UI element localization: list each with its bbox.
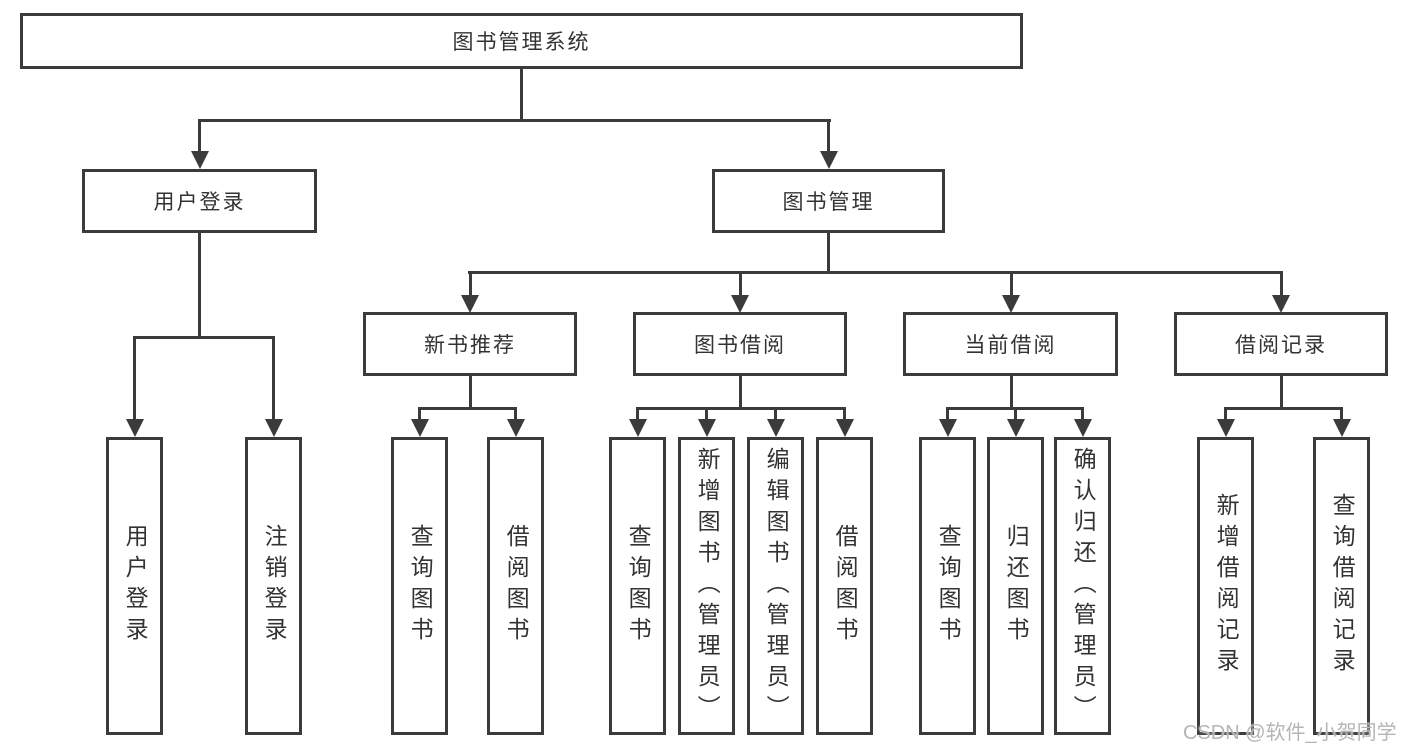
connector-drop-leaf [1224, 407, 1227, 421]
node-leaf-borrow-books: 借阅图书 [816, 437, 873, 735]
node-label: 图书借阅 [694, 334, 786, 357]
node-label: 用户登录 [153, 191, 246, 214]
node-leaf-add-borrow-record: 新增借阅记录 [1197, 437, 1254, 735]
node-label: 查询图书 [407, 524, 434, 648]
connector-drop-leaf [1081, 407, 1084, 421]
connector-drop-leaf [705, 407, 708, 421]
connector-mini-branch [636, 407, 846, 410]
connector-drop-user-login [198, 119, 201, 156]
arrow-down-icon [1006, 419, 1025, 437]
node-book-management: 图书管理 [712, 169, 945, 233]
connector-root-stem [520, 69, 523, 122]
arrow-down-icon [264, 419, 283, 437]
arrow-down-icon [628, 419, 647, 437]
arrow-down-icon [697, 419, 716, 437]
arrow-down-icon [190, 151, 209, 169]
connector-drop-leaf [946, 407, 949, 421]
node-label: 借阅记录 [1235, 334, 1327, 357]
node-label: 新增图书（管理员） [694, 446, 721, 726]
node-label: 查询图书 [625, 524, 652, 648]
arrow-down-icon [1332, 419, 1351, 437]
arrow-down-icon [461, 295, 479, 313]
connector-drop-leaf [272, 336, 275, 421]
node-label: 归还图书 [1003, 524, 1030, 648]
node-label: 图书管理系统 [452, 31, 591, 54]
connector-drop-leaf [514, 407, 517, 421]
connector-mini-branch [418, 407, 517, 410]
connector-mini-stem [468, 376, 472, 410]
arrow-down-icon [1002, 295, 1020, 313]
node-leaf-logout: 注销登录 [245, 437, 302, 735]
connector-book-mgmt-stem [827, 233, 830, 274]
arrow-down-icon [766, 419, 785, 437]
node-user-login: 用户登录 [82, 169, 317, 233]
node-label: 查询借阅记录 [1329, 493, 1356, 679]
arrow-down-icon [410, 419, 429, 437]
connector-user-login-branch [133, 336, 275, 339]
arrow-down-icon [819, 151, 838, 169]
connector-drop-leaf [418, 407, 421, 421]
connector-drop-leaf [636, 407, 639, 421]
node-label: 确认归还（管理员） [1070, 446, 1097, 726]
node-label: 注销登录 [261, 524, 288, 648]
connector-mini-branch [1224, 407, 1343, 410]
node-leaf-edit-book-admin: 编辑图书（管理员） [747, 437, 804, 735]
arrow-down-icon [506, 419, 525, 437]
connector-drop-leaf [133, 336, 136, 421]
connector-drop-book-mgmt [827, 119, 830, 156]
connector-drop-level3 [738, 271, 742, 298]
node-leaf-user-login: 用户登录 [106, 437, 163, 735]
arrow-down-icon [1073, 419, 1092, 437]
node-leaf-query-books-borrow: 查询图书 [609, 437, 666, 735]
node-label: 新增借阅记录 [1213, 493, 1240, 679]
arrow-down-icon [731, 295, 749, 313]
connector-mini-stem [1279, 376, 1283, 410]
node-leaf-return-books: 归还图书 [987, 437, 1044, 735]
connector-user-login-stem [198, 233, 201, 339]
node-label: 查询图书 [935, 524, 962, 648]
node-library-system-root: 图书管理系统 [20, 13, 1023, 69]
connector-drop-level3 [1279, 271, 1283, 298]
node-label: 当前借阅 [964, 334, 1057, 357]
connector-drop-leaf [1340, 407, 1343, 421]
arrow-down-icon [835, 419, 854, 437]
node-label: 借阅图书 [832, 524, 859, 648]
node-leaf-borrow-books-recommend: 借阅图书 [487, 437, 544, 735]
node-leaf-query-books-current: 查询图书 [919, 437, 976, 735]
connector-drop-leaf [1014, 407, 1017, 421]
connector-level2-branch [198, 119, 831, 122]
node-leaf-query-borrow-record: 查询借阅记录 [1313, 437, 1370, 735]
arrow-down-icon [1272, 295, 1290, 313]
connector-drop-leaf [843, 407, 846, 421]
arrow-down-icon [125, 419, 144, 437]
node-leaf-query-books-recommend: 查询图书 [391, 437, 448, 735]
connector-drop-level3 [1009, 271, 1013, 298]
arrow-down-icon [1216, 419, 1235, 437]
node-leaf-add-book-admin: 新增图书（管理员） [678, 437, 735, 735]
node-label: 编辑图书（管理员） [763, 446, 790, 726]
node-current-borrow: 当前借阅 [903, 312, 1118, 376]
node-leaf-confirm-return-admin: 确认归还（管理员） [1054, 437, 1111, 735]
node-borrow-records: 借阅记录 [1174, 312, 1388, 376]
node-label: 用户登录 [122, 524, 149, 648]
node-label: 新书推荐 [424, 334, 516, 357]
connector-mini-stem [1009, 376, 1013, 410]
node-label: 图书管理 [782, 191, 875, 214]
node-label: 借阅图书 [503, 524, 530, 648]
node-new-book-recommend: 新书推荐 [363, 312, 577, 376]
connector-mini-stem [738, 376, 742, 410]
node-book-borrow: 图书借阅 [633, 312, 847, 376]
connector-drop-leaf [774, 407, 777, 421]
connector-drop-level3 [468, 271, 472, 298]
arrow-down-icon [938, 419, 957, 437]
connector-level3-branch [468, 271, 1282, 274]
csdn-watermark: CSDN @软件_小贺同学 [1183, 722, 1397, 744]
